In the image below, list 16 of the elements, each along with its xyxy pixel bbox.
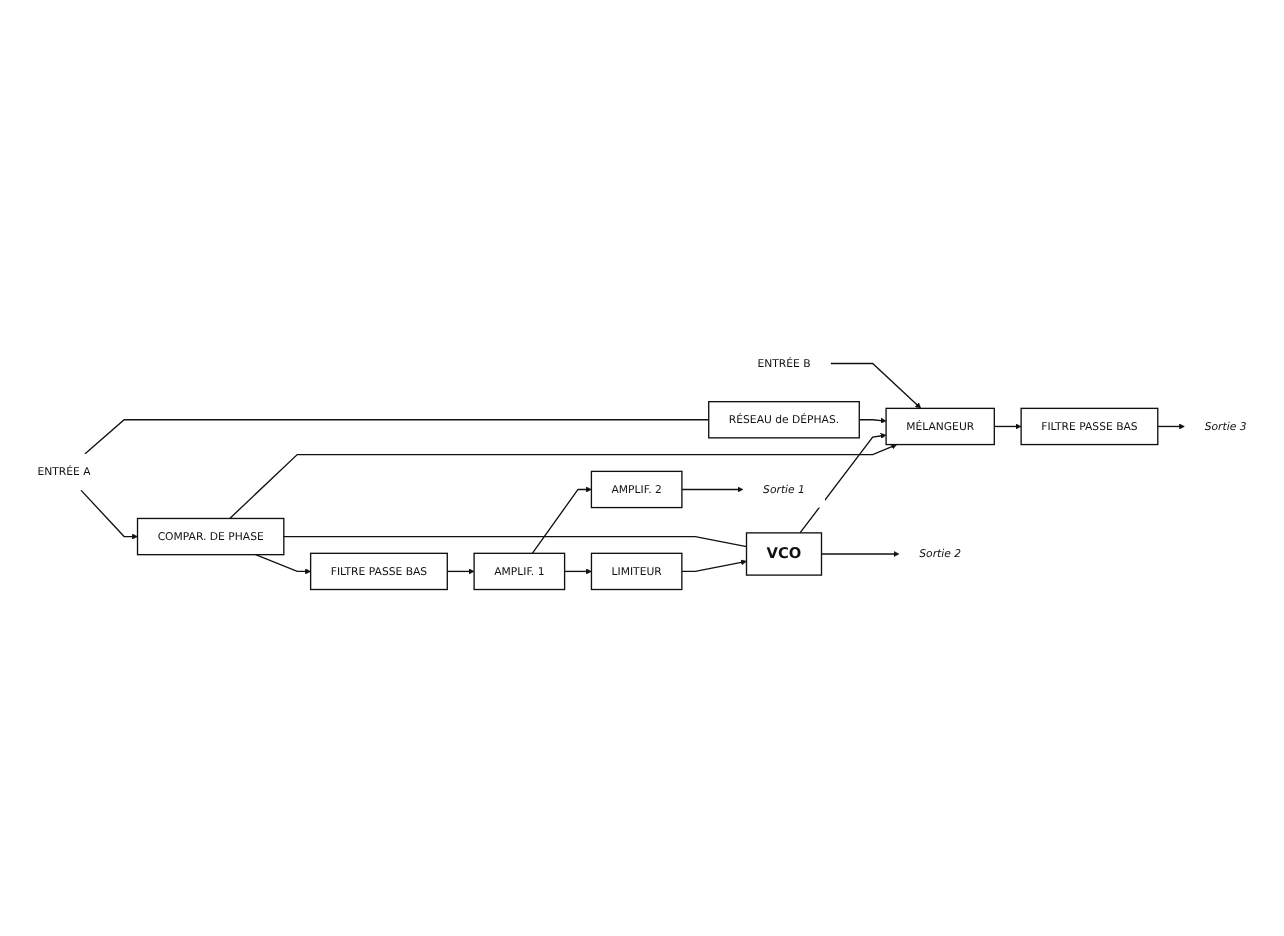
arrow — [80, 490, 138, 541]
arrow — [563, 569, 592, 575]
arrow — [531, 487, 592, 555]
arrow — [830, 363, 922, 410]
arrow — [993, 424, 1022, 430]
connector — [84, 419, 710, 456]
arrow — [820, 551, 900, 558]
arrow — [681, 560, 747, 573]
arrow — [681, 487, 744, 493]
arrow — [446, 569, 475, 575]
arrow — [1157, 424, 1185, 430]
arrow — [254, 554, 311, 575]
connector — [283, 536, 748, 548]
arrow — [858, 418, 887, 425]
arrow — [229, 444, 898, 520]
arrow — [799, 433, 887, 535]
